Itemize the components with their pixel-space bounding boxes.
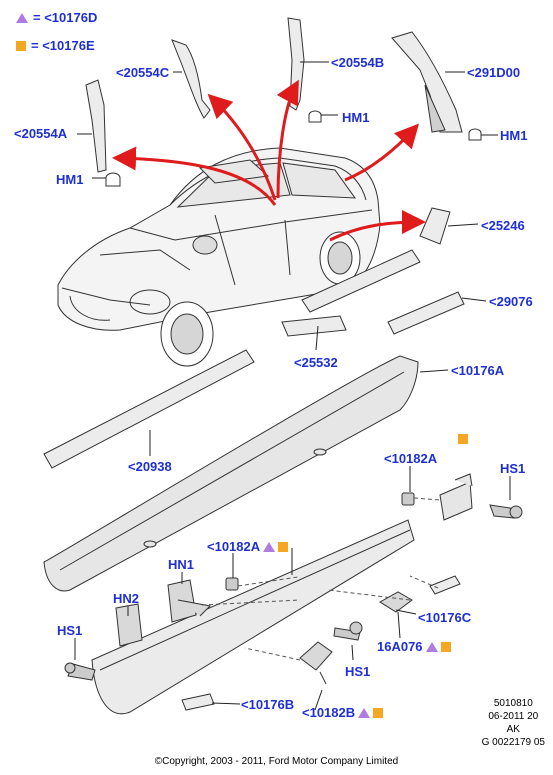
bracket-right <box>439 473 473 521</box>
strip-10176B <box>181 693 215 711</box>
reference-line-4: G 0022179 05 <box>481 737 545 748</box>
legend-square-row: = <10176E <box>16 38 95 53</box>
purple-triangle-icon <box>425 641 438 652</box>
label-10176B: <10176B <box>241 697 295 712</box>
label-hs1-left: HS1 <box>57 623 83 638</box>
label-29076: <29076 <box>489 294 533 309</box>
leader-lines <box>74 61 511 711</box>
sill-strip-20938 <box>43 349 255 469</box>
reference-line-1: 5010810 <box>493 698 533 709</box>
purple-triangle-icon <box>263 541 276 552</box>
reference-line-3: AK <box>506 724 520 735</box>
label-20554B: <20554B <box>331 55 385 70</box>
pillar-trim-20554C <box>171 39 211 119</box>
orange-square-icon <box>440 641 451 652</box>
orange-square-icon <box>373 707 384 718</box>
label-10176C: <10176C <box>418 610 472 625</box>
reference-line-2: 06-2011 20 <box>488 711 539 722</box>
red-arrows <box>112 79 426 242</box>
sill-scuff-lower <box>91 519 415 715</box>
label-hm1-right: HM1 <box>500 128 528 143</box>
legend-text-10176E: = <10176E <box>31 38 95 53</box>
label-square-marker <box>458 432 468 447</box>
label-10182A-mid: <10182A <box>207 539 261 554</box>
label-hn2: HN2 <box>113 591 140 606</box>
label-hm1-left: HM1 <box>56 172 84 187</box>
screw-graphics <box>64 492 523 681</box>
label-20554C: <20554C <box>116 65 170 80</box>
guide-lines <box>201 497 441 661</box>
copyright-text: ©Copyright, 2003 - 2011, Ford Motor Comp… <box>154 756 399 767</box>
car-illustration <box>57 147 381 367</box>
moulding-29076 <box>387 291 465 335</box>
label-20938: <20938 <box>128 459 172 474</box>
clip-hm1-graphics <box>105 110 482 187</box>
clip-hn-graphics <box>115 579 413 685</box>
label-hm1-mid: HM1 <box>342 110 370 125</box>
moulding-25532 <box>281 315 347 337</box>
pillar-trim-20554A <box>85 79 107 173</box>
purple-triangle-icon <box>358 707 371 718</box>
label-20554A: <20554A <box>14 126 68 141</box>
strip-10176C <box>429 575 461 595</box>
label-10176A: <10176A <box>451 363 505 378</box>
sill-panel-10176A <box>43 355 419 592</box>
label-10182A-top: <10182A <box>384 451 438 466</box>
purple-triangle-icon <box>16 12 28 23</box>
label-hn1: HN1 <box>168 557 195 572</box>
legend-triangle-row: = <10176D <box>16 10 97 25</box>
trim-25246 <box>419 207 451 245</box>
orange-square-icon <box>458 434 468 444</box>
label-25246: <25246 <box>481 218 525 233</box>
diagram-reference-block: 5010810 06-2011 20 AK G 0022179 05 <box>482 697 545 749</box>
label-10182B: <10182B <box>302 705 356 720</box>
orange-square-icon <box>16 40 26 51</box>
pillar-trim-291D00 <box>391 31 463 133</box>
label-hs1-right: HS1 <box>500 461 526 476</box>
label-291D00: <291D00 <box>467 65 521 80</box>
label-10182A-mid-row: <10182A <box>207 539 289 554</box>
label-25532: <25532 <box>294 355 338 370</box>
orange-square-icon <box>278 541 289 552</box>
label-hs1-mid: HS1 <box>345 664 371 679</box>
legend-text-10176D: = <10176D <box>33 10 98 25</box>
label-10182B-row: <10182B <box>302 705 384 720</box>
moulding-front <box>301 249 421 313</box>
label-16A076-row: 16A076 <box>377 639 451 654</box>
label-16A076: 16A076 <box>377 639 423 654</box>
